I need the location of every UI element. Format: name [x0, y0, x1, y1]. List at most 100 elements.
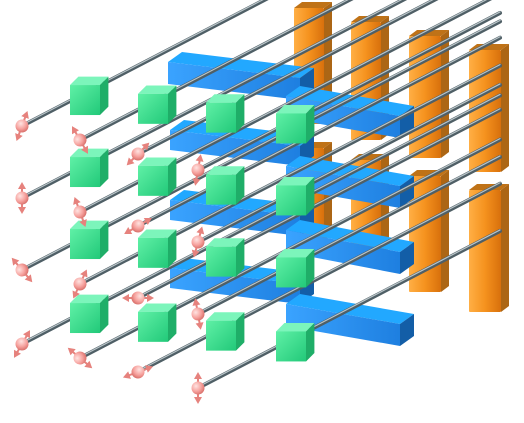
qubit-cube-side: [100, 294, 109, 334]
qubit-cube-front: [276, 331, 306, 362]
spin-arrow-tail: [192, 178, 201, 186]
spin-arrow-icon: [11, 257, 33, 283]
wire: [136, 0, 439, 156]
qubit-cube-side: [306, 105, 315, 144]
blue-bar-front: [286, 166, 400, 208]
qubit-cube-top: [70, 220, 109, 230]
qubit-cube: [138, 157, 177, 196]
spin-arrow-head: [11, 257, 20, 266]
spin-arrow-icon: [14, 330, 30, 358]
qubit-cube-side: [236, 166, 245, 205]
qubit-cube-top: [206, 312, 245, 321]
qubit-cube: [138, 303, 177, 342]
wire-core: [136, 35, 502, 228]
spin-arrow-tail: [122, 371, 131, 379]
orange-pillar-front: [469, 190, 501, 312]
wire-highlight: [137, 182, 501, 372]
qubit-cube: [138, 229, 177, 268]
qubit-cube-front: [276, 185, 306, 216]
spin-ball: [73, 133, 87, 147]
spin-arrow-icon: [126, 142, 150, 166]
qubit-cube-front: [206, 174, 236, 205]
spin-ball: [15, 337, 29, 351]
spin-ball: [131, 291, 145, 305]
spin-arrow-head: [21, 110, 29, 119]
blue-bar-front: [286, 304, 400, 346]
spin-ball: [15, 263, 29, 277]
qubit-cube-top: [138, 157, 177, 166]
qubit-cube: [276, 177, 315, 216]
spin-arrow-head: [72, 126, 79, 135]
wire-core: [196, 10, 502, 172]
qubit-cube-front: [70, 229, 100, 260]
qubit-cube-side: [236, 312, 245, 351]
blue-bar-front: [170, 200, 300, 236]
qubit-cube-top: [138, 229, 177, 238]
qubit-cube-front: [206, 246, 236, 277]
wire-core: [136, 107, 502, 300]
blue-bar-front: [170, 268, 300, 304]
spin-arrow-icon: [124, 218, 152, 234]
qubit-cube: [70, 148, 109, 188]
spin-arrow-tail: [18, 207, 26, 214]
qubit-cube-front: [138, 311, 168, 342]
blue-bar-end: [400, 242, 414, 274]
qubit-cube-top: [276, 323, 315, 332]
wire-highlight: [197, 11, 501, 170]
qubit-cube-front: [276, 257, 306, 288]
qubit-cube-top: [70, 148, 109, 158]
spin-arrow-icon: [73, 196, 87, 228]
wire: [196, 10, 502, 172]
spin-arrow-head: [67, 347, 76, 356]
qubit-cube-side: [168, 157, 177, 196]
wire-core: [196, 82, 502, 244]
qubit-cube-group: [70, 76, 315, 362]
wire-highlight: [137, 0, 434, 154]
blue-bar-top: [168, 52, 314, 78]
qubit-cube-front: [138, 237, 168, 268]
orange-pillar-side: [501, 184, 509, 312]
spin-arrow-head: [195, 154, 204, 162]
qubit-cube-side: [236, 94, 245, 133]
spin-arrow-icon: [15, 182, 29, 214]
blue-bar-front: [286, 96, 400, 138]
qubit-cube-side: [168, 303, 177, 342]
spin-arrow-tail: [191, 249, 200, 258]
spin-arrow-tail: [15, 133, 23, 142]
spin-arrow-tail: [194, 397, 202, 404]
blue-bar-front: [168, 62, 300, 100]
qubit-cube-side: [306, 323, 315, 362]
qubit-cube-top: [138, 303, 177, 312]
wire: [136, 35, 502, 228]
spin-ball: [131, 365, 145, 379]
wire-core: [196, 228, 502, 390]
wire-core: [136, 0, 439, 156]
spin-arrow-head: [143, 218, 152, 225]
qubit-cube-top: [70, 294, 109, 304]
spin-group: [11, 110, 205, 404]
orange-pillar-side: [501, 44, 509, 172]
spin-arrow-head: [147, 294, 154, 302]
spin-arrow-tail: [195, 322, 204, 330]
spin-arrow-head: [23, 330, 30, 339]
qubit-cube-side: [168, 229, 177, 268]
qubit-cube-side: [306, 177, 315, 216]
wire-highlight: [197, 229, 501, 388]
spin-ball: [15, 119, 29, 133]
spin-arrow-tail: [24, 274, 33, 283]
spin-ball: [131, 147, 145, 161]
spin-arrow-tail: [79, 219, 87, 228]
qubit-cube: [206, 94, 245, 133]
spin-ball: [191, 163, 205, 177]
spin-arrow-head: [192, 298, 201, 306]
spin-ball: [191, 307, 205, 321]
spin-arrow-icon: [72, 126, 88, 154]
spin-arrow-icon: [72, 269, 88, 299]
spin-arrow-icon: [191, 298, 205, 330]
orange-pillar: [469, 184, 509, 312]
spin-arrow-head: [145, 365, 154, 373]
qubit-cube-top: [276, 177, 315, 186]
orange-pillar-front: [409, 176, 441, 292]
spin-arrow-icon: [15, 110, 29, 142]
qubit-cube-front: [70, 85, 100, 116]
